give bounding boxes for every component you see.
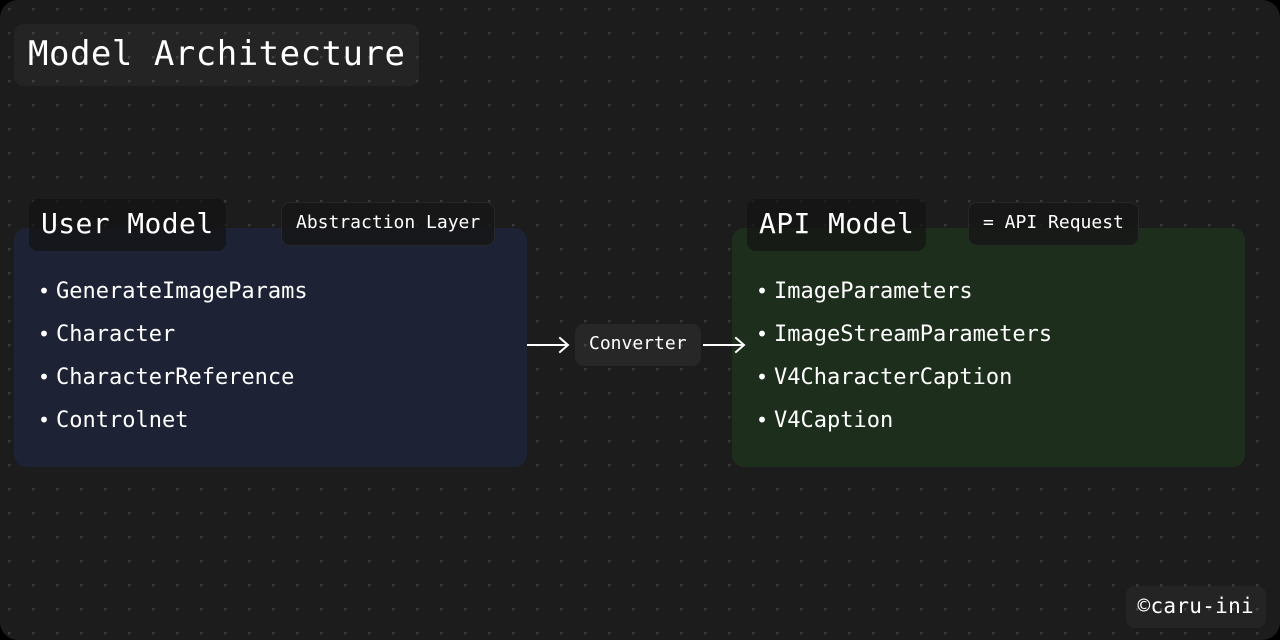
bullet-icon: • xyxy=(38,322,51,346)
list-item: • V4CharacterCaption xyxy=(756,356,1231,399)
api-model-panel: • ImageParameters • ImageStreamParameter… xyxy=(732,228,1245,467)
list-item: • Controlnet xyxy=(38,399,513,442)
bullet-icon: • xyxy=(756,322,769,346)
bullet-icon: • xyxy=(756,408,769,432)
abstraction-layer-badge: Abstraction Layer xyxy=(281,202,496,246)
api-request-badge: = API Request xyxy=(968,202,1139,246)
abstraction-layer-badge-text: Abstraction Layer xyxy=(296,212,481,233)
bullet-icon: • xyxy=(38,408,51,432)
list-item-label: ImageStreamParameters xyxy=(774,322,1053,347)
user-model-header-text: User Model xyxy=(41,207,214,240)
api-model-header: API Model xyxy=(747,199,927,251)
list-item-label: Controlnet xyxy=(56,408,189,433)
converter-node: Converter xyxy=(575,324,701,366)
bullet-icon: • xyxy=(38,279,51,303)
api-request-badge-text: = API Request xyxy=(983,212,1124,233)
list-item: • V4Caption xyxy=(756,399,1231,442)
list-item-label: GenerateImageParams xyxy=(56,279,308,304)
bullet-icon: • xyxy=(38,365,51,389)
list-item-label: V4CharacterCaption xyxy=(774,365,1013,390)
list-item-label: ImageParameters xyxy=(774,279,973,304)
list-item: • GenerateImageParams xyxy=(38,270,513,313)
list-item-label: V4Caption xyxy=(774,408,894,433)
list-item: • ImageParameters xyxy=(756,270,1231,313)
converter-label: Converter xyxy=(589,333,687,354)
list-item-label: CharacterReference xyxy=(56,365,295,390)
bullet-icon: • xyxy=(756,279,769,303)
bullet-icon: • xyxy=(756,365,769,389)
list-item: • ImageStreamParameters xyxy=(756,313,1231,356)
page-title: Model Architecture xyxy=(14,24,419,86)
watermark: ©caru-ini xyxy=(1126,586,1267,628)
list-item: • CharacterReference xyxy=(38,356,513,399)
arrow-right-icon xyxy=(702,336,746,354)
arrow-right-icon xyxy=(527,336,570,354)
user-model-header: User Model xyxy=(29,199,226,251)
list-item: • Character xyxy=(38,313,513,356)
user-model-panel: • GenerateImageParams • Character • Char… xyxy=(14,228,527,467)
api-model-list: • ImageParameters • ImageStreamParameter… xyxy=(756,270,1231,442)
api-model-header-text: API Model xyxy=(759,207,915,240)
watermark-text: ©caru-ini xyxy=(1137,594,1254,618)
converter-flow: Converter xyxy=(527,320,746,370)
list-item-label: Character xyxy=(56,322,176,347)
user-model-list: • GenerateImageParams • Character • Char… xyxy=(38,270,513,442)
page-title-text: Model Architecture xyxy=(28,34,406,74)
